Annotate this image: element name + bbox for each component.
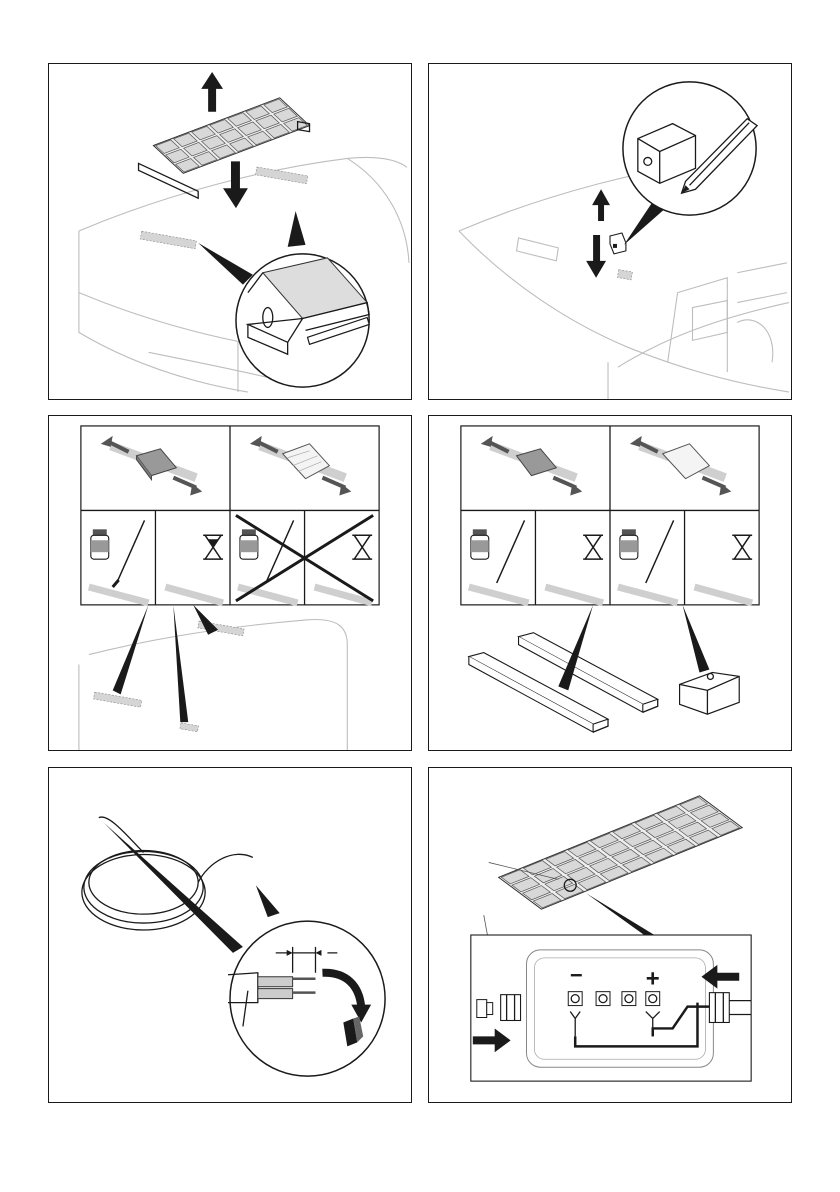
- minus-symbol: −: [570, 963, 583, 988]
- down-arrow-icon: [223, 161, 248, 208]
- panel-solar-module-placement: [48, 63, 412, 400]
- magnifier-icon: [236, 254, 369, 387]
- panel-cable-stripping: [48, 767, 412, 1103]
- junction-box-icon: − +: [527, 950, 714, 1067]
- cable-entry-housing-icon: [610, 233, 626, 254]
- solar-panel-icon: [499, 796, 743, 909]
- up-arrow-icon: [592, 189, 610, 221]
- end-cap-icon: [477, 1000, 493, 1018]
- adhesive-strip-icon: [140, 167, 308, 249]
- plus-symbol: +: [646, 966, 660, 993]
- panel-mounting-parts-preparation: [428, 415, 792, 751]
- panel-roof-surface-preparation: [48, 415, 412, 751]
- cable-entry-housing-icon: [680, 672, 740, 714]
- solar-panel-icon: [139, 98, 310, 198]
- cable-coil-icon: [82, 817, 253, 930]
- panel-cable-entry-placement: [428, 63, 792, 400]
- down-arrow-icon: [586, 235, 606, 278]
- up-arrow-icon: [201, 72, 223, 112]
- panel-junction-box-wiring: − +: [428, 767, 792, 1103]
- pencil-icon: [623, 82, 757, 215]
